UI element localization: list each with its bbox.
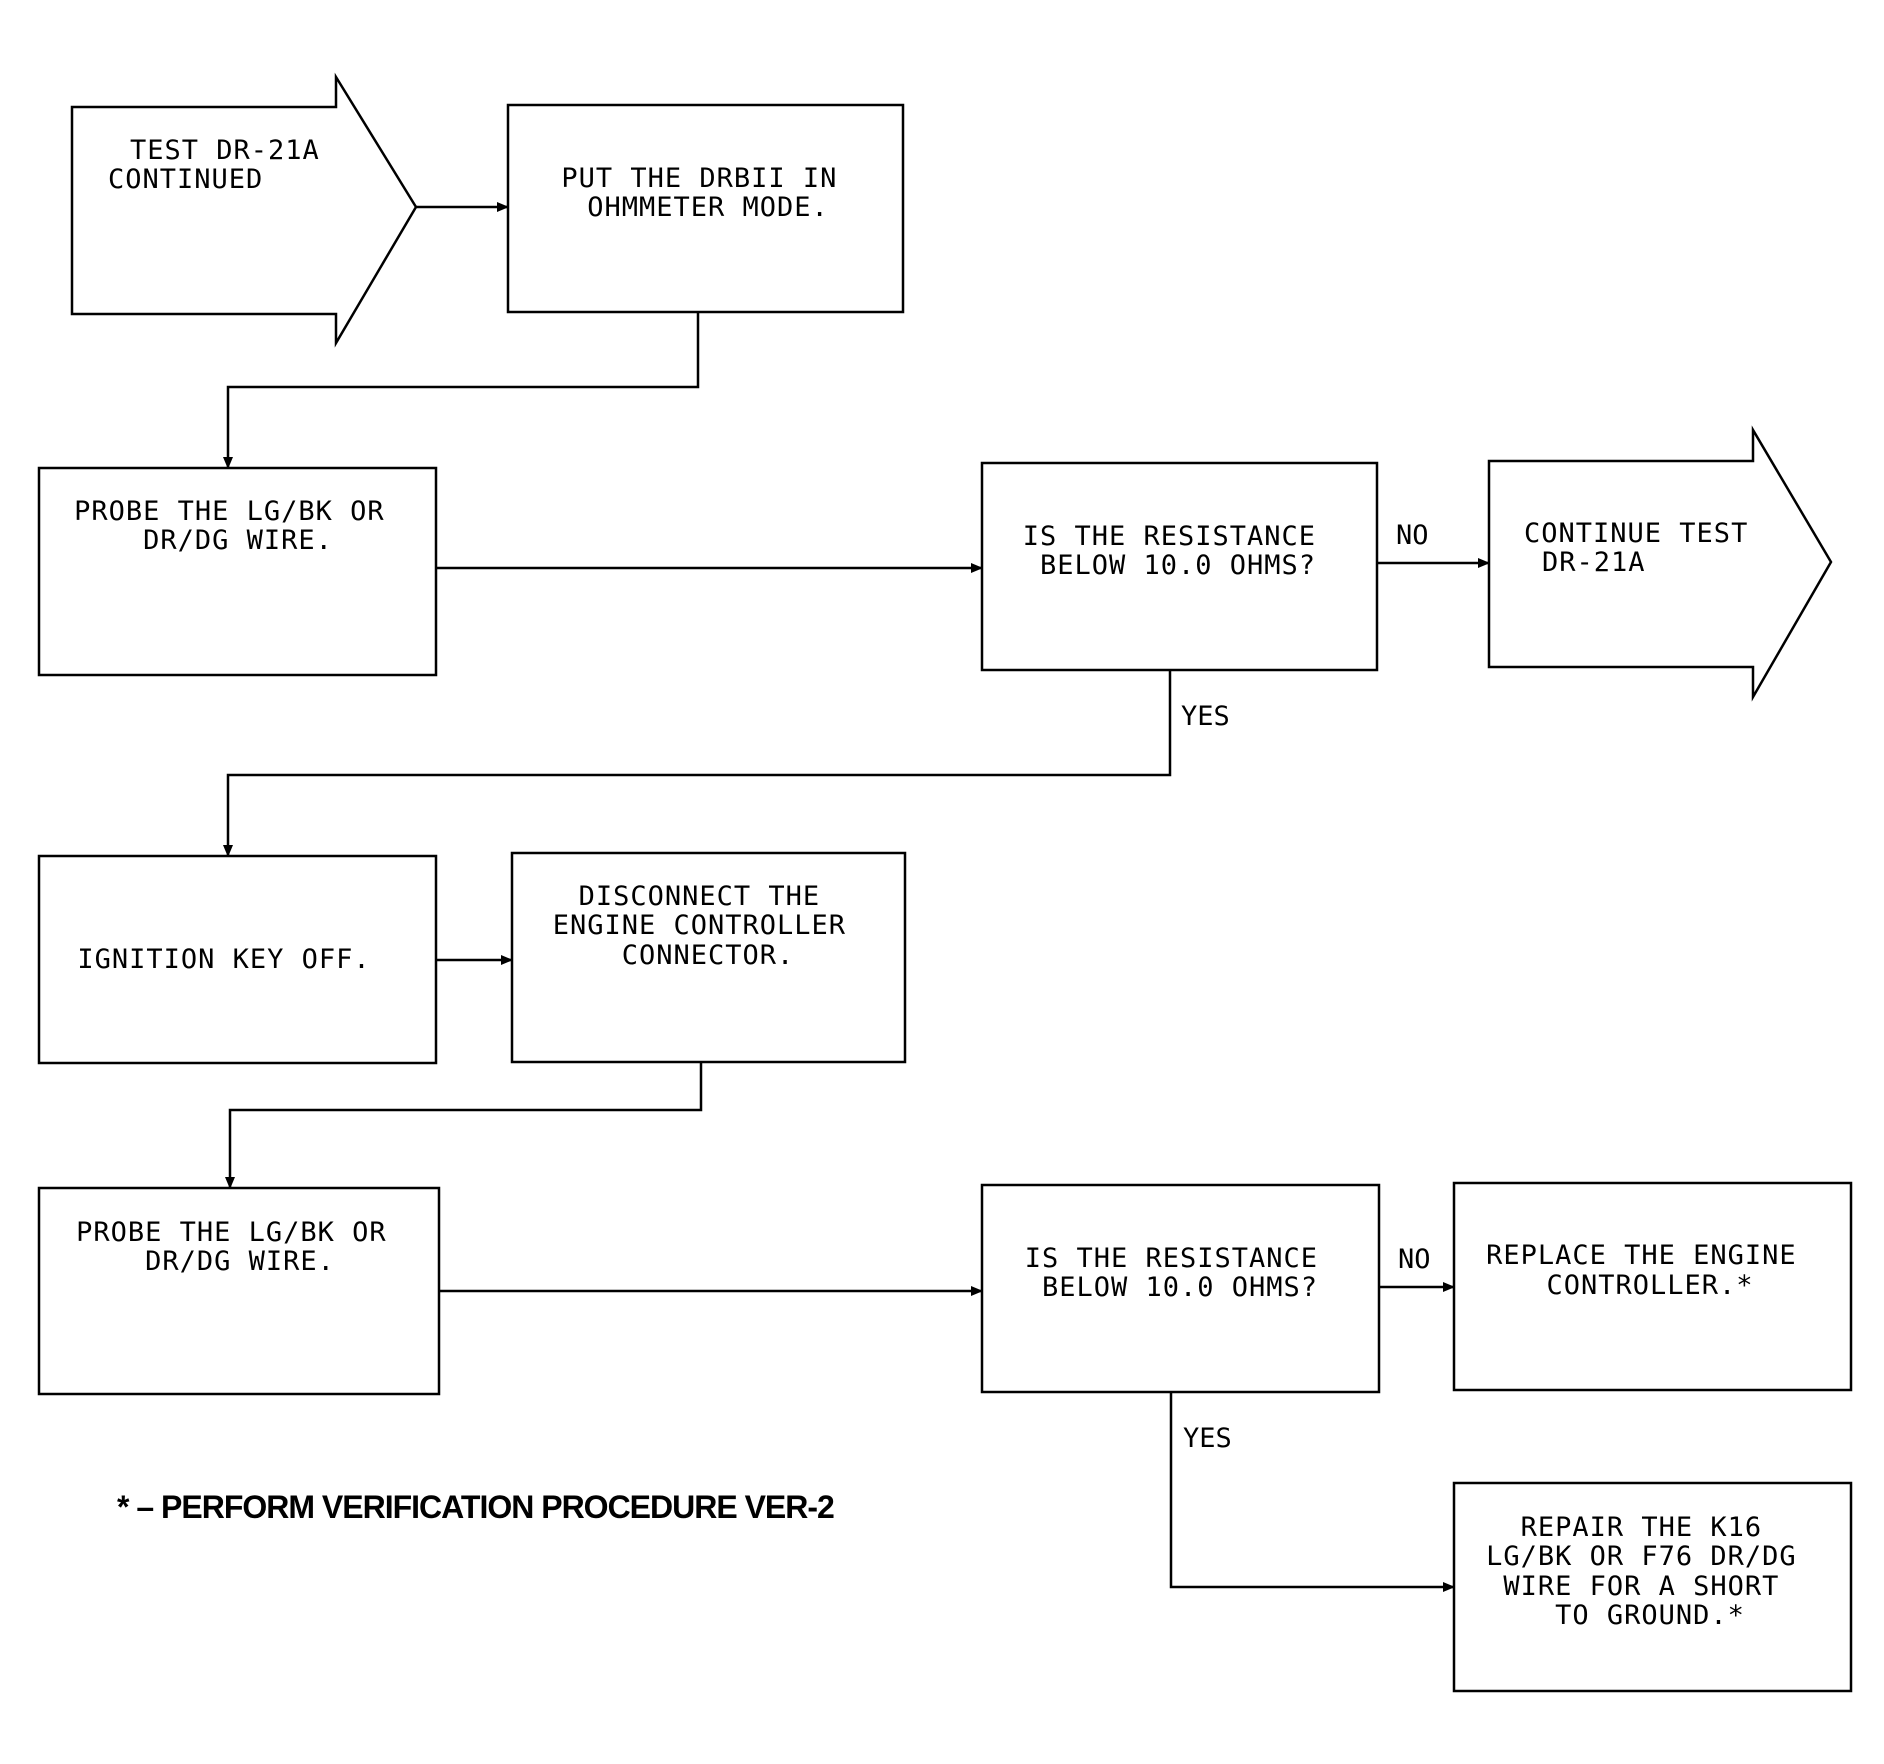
put-drbii-node-text: PUT THE DRBII IN OHMMETER MODE. — [561, 163, 854, 223]
replace-controller-node-text: REPLACE THE ENGINE CONTROLLER.* — [1486, 1240, 1814, 1301]
decision-2-yes-label: YES — [1183, 1423, 1232, 1454]
resistance-decision-node-2-text: IS THE RESISTANCE BELOW 10.0 OHMS? — [1025, 1243, 1336, 1303]
ignition-key-off-node: IGNITION KEY OFF. — [37, 854, 438, 1065]
verification-footnote: * – PERFORM VERIFICATION PROCEDURE VER-2 — [117, 1489, 834, 1525]
repair-wire-node-text: REPAIR THE K16 LG/BK OR F76 DR/DG WIRE F… — [1486, 1512, 1814, 1631]
repair-wire-node: REPAIR THE K16 LG/BK OR F76 DR/DG WIRE F… — [1452, 1481, 1853, 1693]
put-drbii-node: PUT THE DRBII IN OHMMETER MODE. — [506, 103, 905, 314]
connector-put-drbii-to-probe-1 — [223, 312, 700, 469]
continue-test-node: CONTINUE TEST DR-21A — [1487, 425, 1833, 702]
decision-1-no-label: NO — [1396, 520, 1429, 551]
resistance-decision-node-1: IS THE RESISTANCE BELOW 10.0 OHMS? — [980, 461, 1379, 672]
connector-decision-1-yes — [223, 670, 1172, 857]
probe-wire-node-2-text: PROBE THE LG/BK OR DR/DG WIRE. — [76, 1217, 404, 1277]
replace-controller-node: REPLACE THE ENGINE CONTROLLER.* — [1452, 1181, 1853, 1392]
disconnect-connector-node: DISCONNECT THE ENGINE CONTROLLER CONNECT… — [510, 851, 907, 1064]
resistance-decision-node-2: IS THE RESISTANCE BELOW 10.0 OHMS? — [980, 1183, 1381, 1394]
resistance-decision-node-1-text: IS THE RESISTANCE BELOW 10.0 OHMS? — [1023, 521, 1334, 581]
continue-test-node-text: CONTINUE TEST DR-21A — [1524, 518, 1766, 578]
connector-decision-2-yes — [1169, 1392, 1455, 1592]
start-node-text: TEST DR-21A CONTINUED — [108, 135, 337, 195]
start-node: TEST DR-21A CONTINUED — [70, 72, 418, 348]
probe-wire-node-1: PROBE THE LG/BK OR DR/DG WIRE. — [37, 466, 438, 677]
disconnect-connector-node-text: DISCONNECT THE ENGINE CONTROLLER CONNECT… — [553, 881, 864, 971]
ignition-key-off-node-text: IGNITION KEY OFF. — [77, 944, 370, 975]
connector-disconnect-to-probe-2 — [225, 1062, 703, 1189]
decision-1-yes-label: YES — [1181, 701, 1230, 732]
decision-2-no-label: NO — [1398, 1244, 1431, 1275]
probe-wire-node-2: PROBE THE LG/BK OR DR/DG WIRE. — [37, 1186, 441, 1396]
probe-wire-node-1-text: PROBE THE LG/BK OR DR/DG WIRE. — [74, 496, 402, 556]
